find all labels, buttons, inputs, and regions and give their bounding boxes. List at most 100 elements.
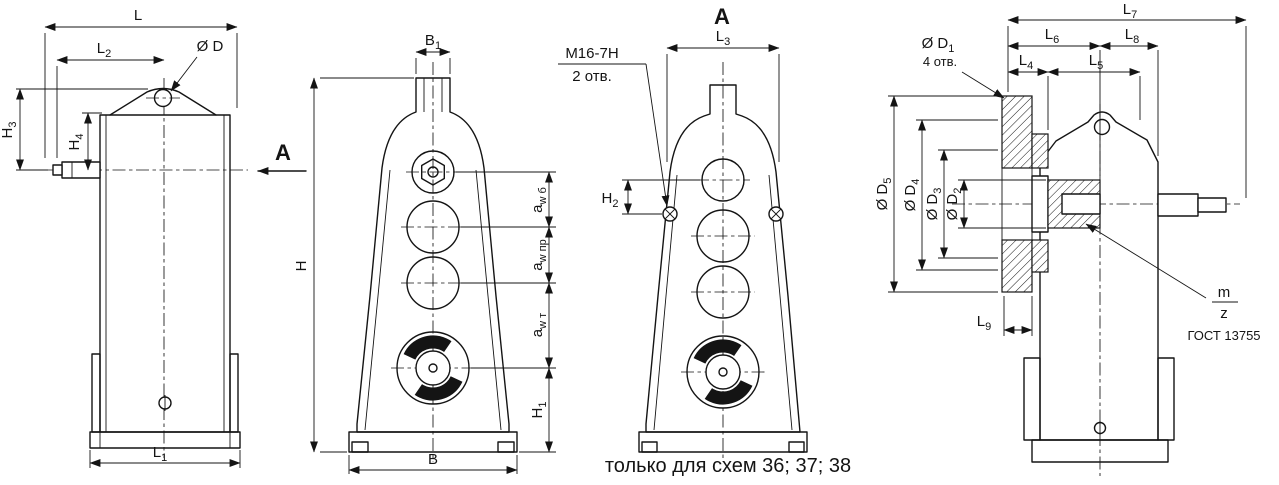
input-bore-circle: [701, 158, 745, 202]
dim-label-aw-b: aw б: [529, 187, 549, 213]
dim-label-L4: L4: [1019, 52, 1033, 72]
foot-pad: [351, 441, 369, 453]
dim-label-D4: Ø D4: [902, 179, 922, 212]
foot-ledge-left: [1023, 357, 1041, 441]
dim-label-L: L: [134, 7, 142, 24]
input-shaft-end: [52, 164, 63, 176]
input-shaft: [1157, 193, 1199, 217]
view-side-right: L7 L6 L8 L4 L5 Ø D1 4 отв. Ø D5: [874, 1, 1261, 476]
leader-line: [645, 63, 670, 207]
dim-label-H: H: [293, 261, 310, 272]
shaft-bore: [1061, 193, 1101, 215]
dim-label-D1: Ø D1: [922, 35, 955, 55]
hub-bore: [1031, 175, 1049, 233]
dim-label-L5: L5: [1089, 52, 1103, 72]
foot-ledge-left: [91, 353, 101, 433]
bolt-hexagon: [421, 158, 445, 186]
view4-body: [952, 95, 1240, 476]
view4-dim-L4-L5: L4 L5: [1007, 52, 1141, 130]
lifting-eye-hole: [1093, 118, 1111, 136]
view1-section-arrow: A: [257, 140, 307, 175]
view-a-title: A: [714, 4, 730, 29]
leader-line: [1085, 223, 1207, 299]
housing-outline: [645, 84, 801, 433]
input-bore-circle: [411, 150, 455, 194]
thread-qty-label: 2 отв.: [572, 68, 612, 85]
view4-dim-D4: Ø D4: [902, 119, 998, 271]
output-dark-sectors: [400, 335, 466, 401]
leader-line: [961, 71, 1005, 99]
view2-body: [348, 62, 518, 462]
foot-pad: [641, 441, 658, 453]
intermediate-bore-circle: [406, 256, 460, 310]
lifting-lug: [109, 87, 217, 116]
thread-spec-label: M16-7H: [565, 45, 618, 62]
flange-hub-top: [1031, 133, 1049, 169]
dim-label-H2: H2: [602, 190, 619, 210]
base-flange: [1031, 439, 1169, 463]
dim-label-L8: L8: [1125, 26, 1139, 46]
view-side-left: L L2 Ø D H3 H4 L1 A: [0, 7, 307, 468]
foot-pad: [497, 441, 515, 453]
holes-qty-label: 4 отв.: [923, 54, 957, 69]
input-shaft-end: [1197, 197, 1227, 213]
dim-label-D2: Ø D2: [944, 188, 964, 221]
dim-label-L6: L6: [1045, 26, 1059, 46]
flange-hub-bottom: [1031, 239, 1049, 273]
base-flange: [348, 431, 518, 453]
dim-label-D3: Ø D3: [924, 188, 944, 221]
thread-hole-slot: [664, 208, 676, 220]
output-inner-circle: [415, 350, 451, 386]
view4-dim-L9: L9: [977, 296, 1033, 336]
dim-label-D: Ø D: [197, 38, 224, 55]
input-shaft: [61, 161, 101, 179]
housing-outline: [356, 77, 510, 433]
view2-dim-H: H: [293, 77, 414, 453]
view1-dim-L: L: [44, 7, 238, 158]
foot-ledge-right: [1157, 357, 1175, 441]
output-bore-circle: [396, 331, 470, 405]
output-inner-circle: [705, 354, 741, 390]
intermediate-bore-circle: [406, 200, 460, 254]
view1-dim-D: Ø D: [170, 38, 224, 92]
dim-label-H1: H1: [529, 402, 549, 419]
view1-body: [42, 78, 248, 458]
gear-standard-label: ГОСТ 13755: [1187, 328, 1260, 343]
dim-label-B: B: [428, 451, 438, 468]
view3-dim-L3: L3: [666, 28, 780, 162]
dim-label-L7: L7: [1123, 1, 1137, 21]
view2-dim-B: B: [348, 451, 518, 474]
dim-label-D5: Ø D5: [874, 178, 894, 211]
view2-dim-B1: B1: [415, 32, 451, 74]
intermediate-bore-circle: [696, 265, 750, 319]
dim-label-L1: L1: [153, 444, 167, 464]
caption: только для схем 36; 37; 38: [605, 455, 851, 477]
view3-thread-callout: M16-7H 2 отв.: [558, 45, 670, 207]
dim-label-aw-pr: aw пр: [529, 239, 549, 270]
flange-section-top: [1001, 95, 1033, 169]
dim-label-H3: H3: [0, 122, 19, 139]
view4-dim-D3: Ø D3: [924, 149, 998, 259]
dim-label-L9: L9: [977, 313, 991, 333]
view1-dim-H3: H3: [0, 88, 148, 171]
view-a: A: [558, 4, 851, 477]
dim-label-aw-t: aw т: [529, 313, 549, 337]
housing-outline: [99, 114, 231, 433]
intermediate-bore-circle: [696, 209, 750, 263]
output-bore-circle: [686, 335, 760, 409]
view-front: B1 H B aw б aw пр aw т H1: [293, 32, 556, 474]
dim-label-L2: L2: [97, 40, 111, 60]
flange-section-bottom: [1001, 239, 1033, 293]
view2-center-distances: aw б aw пр aw т H1: [456, 171, 556, 453]
foot-ledge-right: [229, 353, 239, 433]
dim-label-L3: L3: [716, 28, 730, 48]
view4-dim-D5: Ø D5: [874, 95, 998, 293]
output-center-dot: [718, 367, 728, 377]
bolt-center-circle: [427, 166, 439, 178]
housing-outline: [1039, 111, 1159, 441]
view3-body: [638, 62, 808, 462]
view4-gear-callout: m z ГОСТ 13755: [1085, 223, 1261, 343]
thread-hole-slot: [770, 208, 782, 220]
gear-module-label: m: [1218, 284, 1231, 301]
